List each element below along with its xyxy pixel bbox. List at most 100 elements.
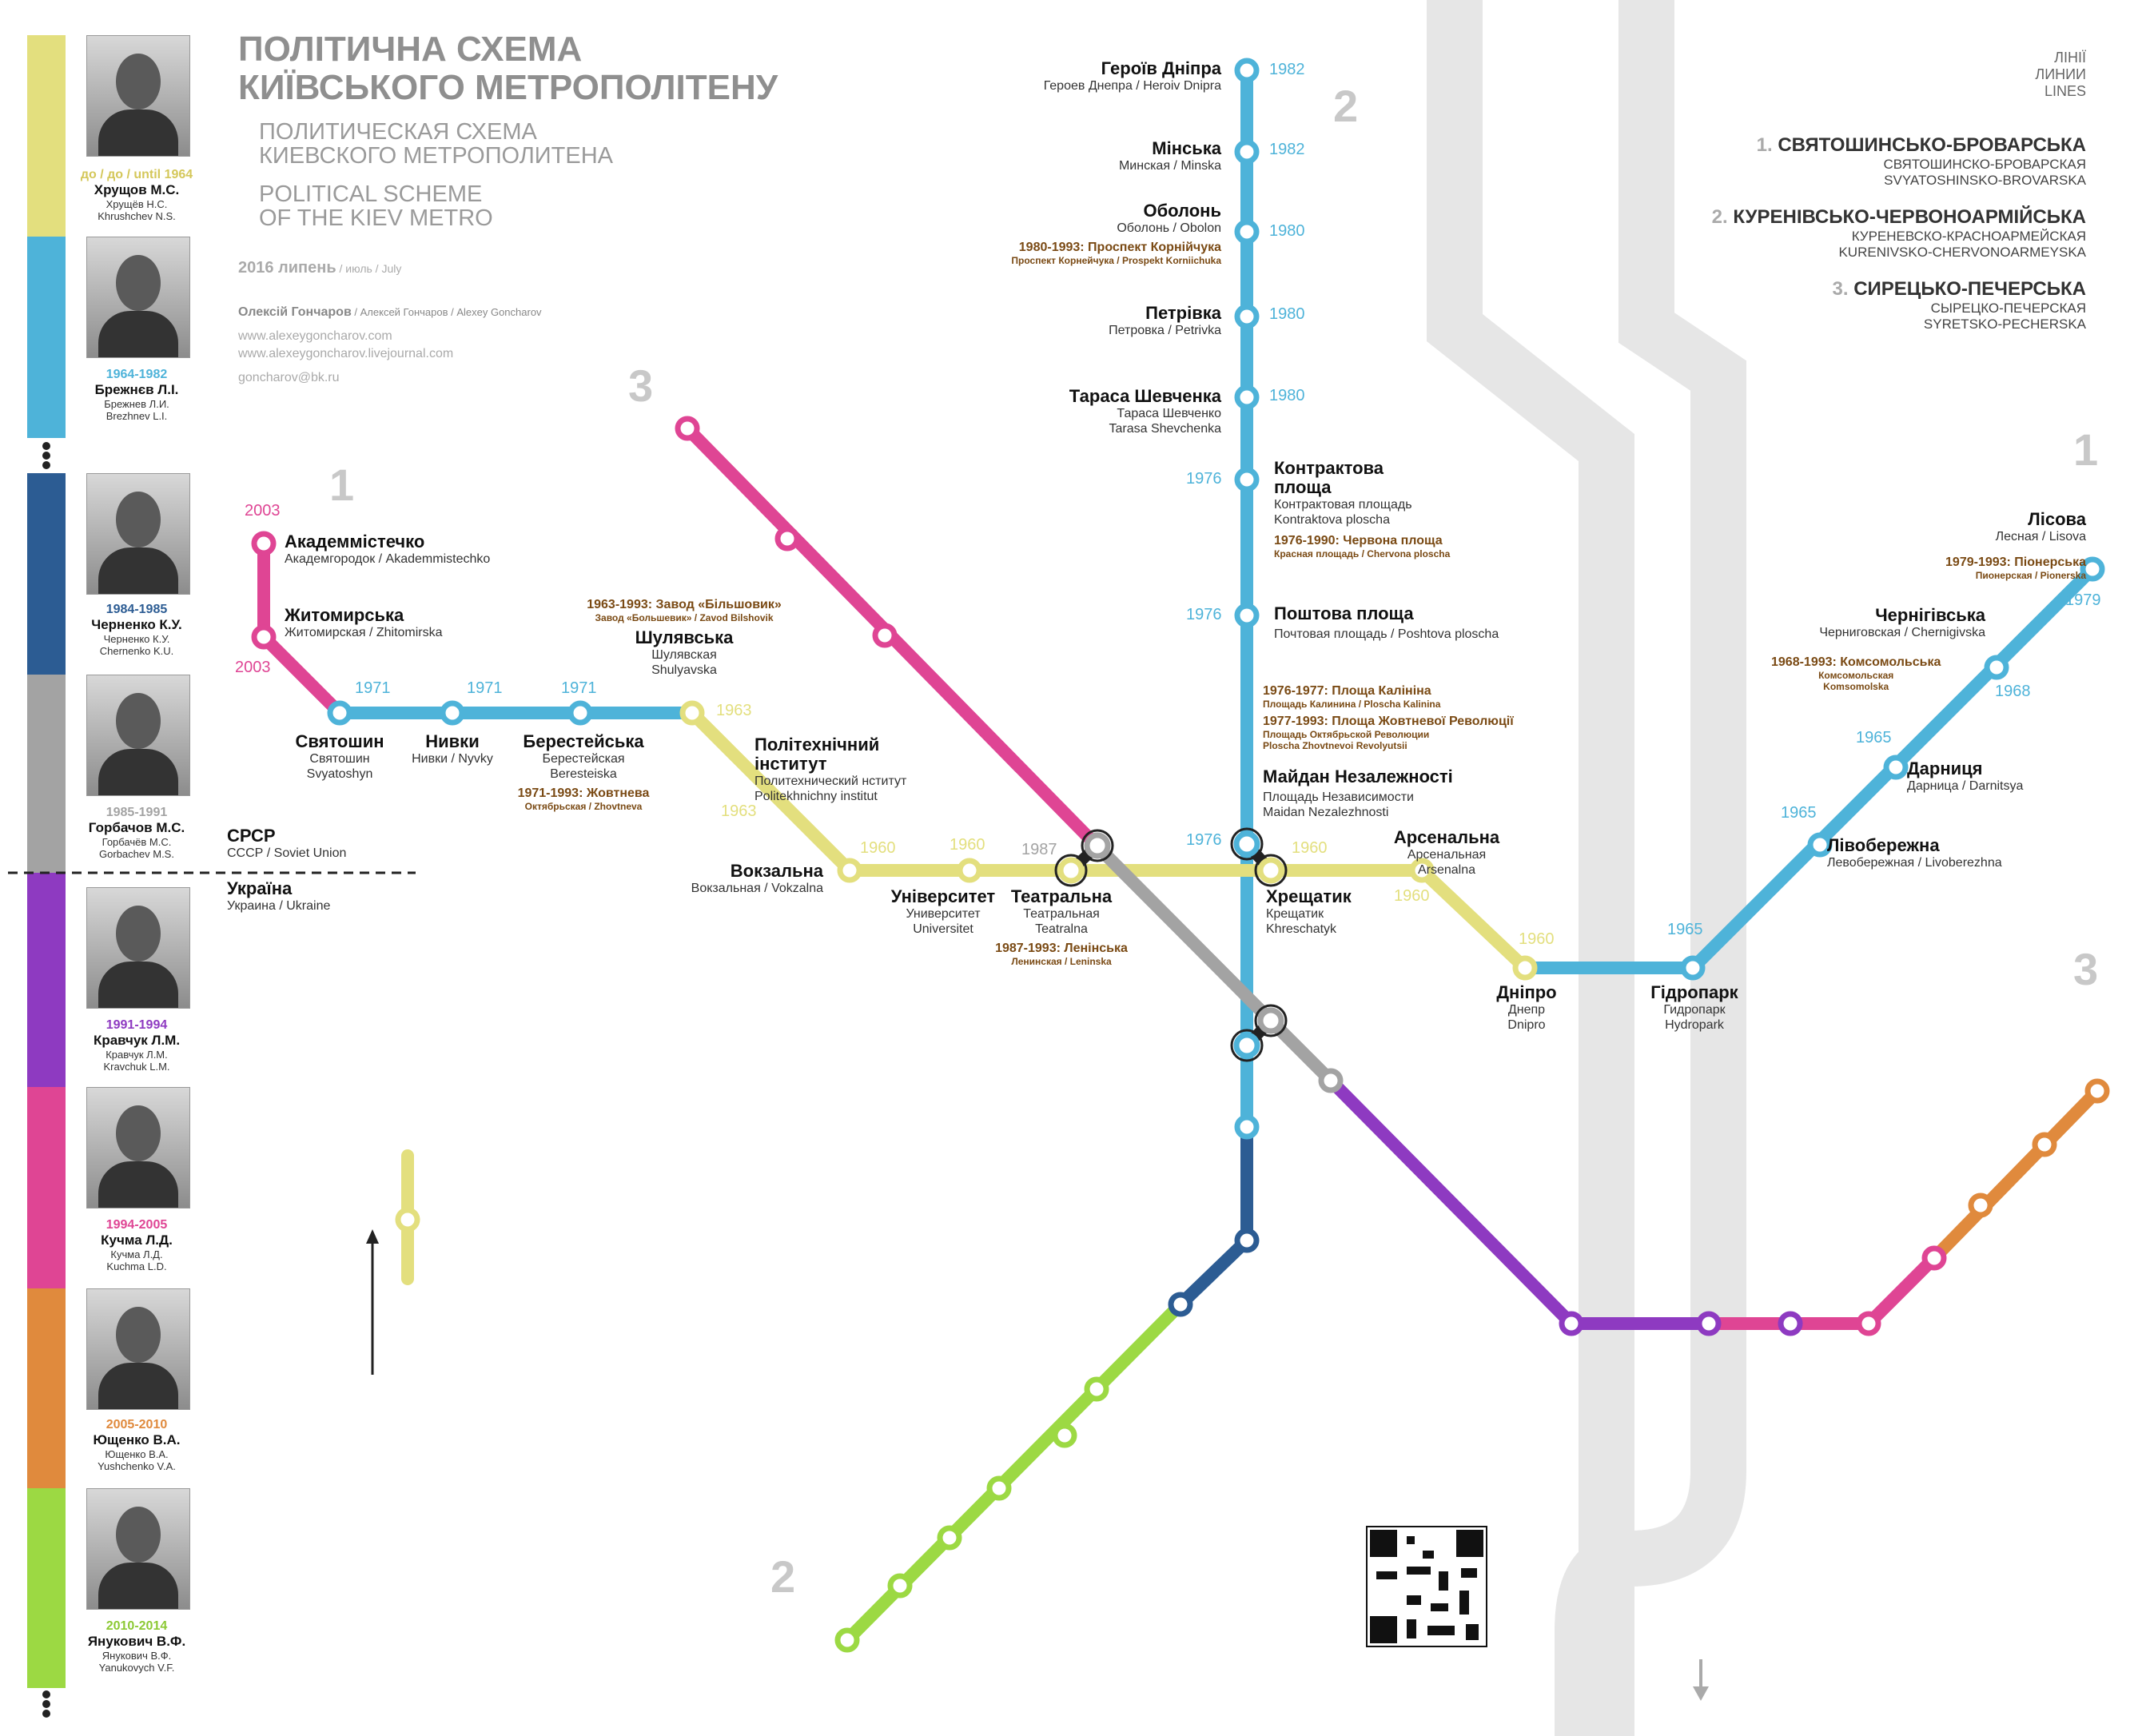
former-name-alt-en: Ploscha Zhovtnevoi Revolyutsii — [1263, 740, 1407, 751]
station-teatralna[interactable]: Театральна Театральная Teatralna 1987-19… — [981, 886, 1141, 968]
site-link-2[interactable]: www.alexeygoncharov.livejournal.com — [238, 347, 454, 360]
leader-name-en: Gorbachev M.S. — [99, 848, 174, 860]
station-akademmistechko[interactable]: Академмістечко Академгородок / Akademmis… — [285, 532, 490, 567]
country-ussr-name: СРСР — [227, 826, 276, 846]
station-arsenalna[interactable]: Арсенальна Арсенальная Arsenalna — [1359, 828, 1535, 878]
former-name-alt: Площадь Калинина / Ploscha Kalinina — [1263, 699, 1441, 710]
leader-name-ru: Кучма Л.Д. — [110, 1248, 163, 1260]
portrait-yanukovych — [86, 1488, 190, 1610]
station-alt: Академгородок / Akademmistechko — [285, 552, 491, 566]
station-hidropark[interactable]: Гідропарк Гидропарк Hydropark — [1630, 983, 1758, 1033]
former-name: 1977-1993: Площа Жовтневої Революції — [1263, 715, 1514, 728]
station-dnipro[interactable]: Дніпро Днепр Dnipro — [1471, 983, 1583, 1033]
legend-line-ru: СВЯТОШИНСКО-БРОВАРСКАЯ — [1883, 157, 2086, 172]
station-alt: Дарница / Darnitsya — [1907, 779, 2024, 793]
station-nyvky[interactable]: Нивки Нивки / Nyvky — [396, 732, 508, 766]
leader-name: Брежнєв Л.І. — [94, 382, 179, 397]
legend-line-en: KURENIVSKO-CHERVONOARMEYSKA — [1838, 245, 2086, 260]
portrait-kravchuk — [86, 887, 190, 1009]
station-name: Петрівка — [1145, 303, 1221, 323]
station-shuliavska[interactable]: 1963-1993: Завод «Більшовик» Завод «Боль… — [556, 598, 812, 678]
station-alt: Крещатик — [1266, 907, 1324, 921]
title-ru: ПОЛИТИЧЕСКАЯ СХЕМА КИЕВСКОГО МЕТРОПОЛИТЕ… — [259, 120, 613, 168]
leader-name-ru: Кравчук Л.М. — [106, 1049, 168, 1061]
station-obolon[interactable]: Оболонь Оболонь / Obolon 1980-1993: Прос… — [1011, 201, 1221, 267]
leader-name-en: Kravchuk L.M. — [103, 1061, 170, 1073]
station-alt-en: Khreschatyk — [1266, 922, 1337, 936]
title-en-line2: OF THE KIEV METRO — [259, 205, 493, 231]
leader-bar-kuchma — [27, 1087, 66, 1288]
station-name: Героїв Дніпра — [1101, 58, 1221, 78]
station-maidan[interactable]: Майдан Незалежності Площадь Независимост… — [1263, 767, 1453, 820]
leader-gorbachev: 1985-1991 Горбачов М.С. Горбачёв М.С. Go… — [77, 806, 197, 860]
leader-years: до / до / until 1964 — [80, 168, 193, 181]
former-names-chernihivska: 1968-1993: Комсомольська Комсомольская K… — [1771, 655, 1941, 692]
email-link[interactable]: goncharov@bk.ru — [238, 371, 340, 384]
station-name: Нивки — [425, 731, 480, 751]
station-alt: Героев Днепра / Heroiv Dnipra — [1043, 79, 1221, 93]
station-khreshchatyk[interactable]: Хрещатик Крещатик Khreschatyk — [1266, 887, 1352, 937]
leader-name-ru: Черненко К.У. — [103, 633, 170, 645]
title-en-line1: POLITICAL SCHEME — [259, 181, 483, 207]
station-name: Театральна — [1010, 886, 1113, 906]
year-label: 1971 — [355, 679, 391, 697]
station-zhytomyrska[interactable]: Житомирська Житомирская / Zhitomirska — [285, 606, 443, 640]
station-sviatoshyn[interactable]: Святошин Святошин Svyatoshyn — [276, 732, 404, 782]
station-heroiv-dnipra[interactable]: Героїв Дніпра Героев Днепра / Heroiv Dni… — [1044, 59, 1221, 94]
year-label: 1960 — [1394, 887, 1430, 905]
leader-name: Ющенко В.А. — [93, 1432, 181, 1447]
former-name: 1971-1993: Жовтнева — [517, 786, 650, 800]
legend-line-num: 2. — [1711, 206, 1728, 228]
leader-kuchma: 1994-2005 Кучма Л.Д. Кучма Л.Д. Kuchma L… — [77, 1218, 197, 1272]
portrait-brezhnev — [86, 237, 190, 358]
station-tarasa-shevchenka[interactable]: Тараса Шевченка Тараса Шевченко Tarasa S… — [1069, 387, 1221, 436]
station-name: Арсенальна — [1393, 827, 1500, 847]
station-name: Святошин — [295, 731, 384, 751]
year-label: 1968 — [1995, 683, 2031, 700]
station-alt-en: Arsenalna — [1417, 863, 1476, 877]
station-petrivka[interactable]: Петрівка Петровка / Petrivka — [1109, 304, 1221, 338]
former-name-alt: Пионерская / Pionerska — [1975, 570, 2086, 581]
station-beresteiska[interactable]: Берестейська Берестейская Beresteiska 19… — [504, 731, 663, 813]
station-livoberezhna[interactable]: Лівобережна Левобережная / Livoberezhna — [1827, 836, 2002, 870]
station-name: Академмістечко — [285, 532, 425, 551]
date-bold: 2016 липень — [238, 259, 336, 277]
former-name-alt: Завод «Большевик» / Zavod Bilshovik — [595, 612, 774, 623]
station-kontraktova[interactable]: Контрактова площа Контрактовая площадь K… — [1274, 459, 1450, 560]
lines-legend-head: ЛІНІЇ ЛИНИИ LINES — [2035, 50, 2086, 100]
station-alt: Шулявская — [651, 648, 717, 662]
station-vokzalna[interactable]: Вокзальна Вокзальная / Vokzalna — [691, 862, 823, 896]
site-link-1[interactable]: www.alexeygoncharov.com — [238, 329, 392, 343]
leader-bar-khrushchev — [27, 35, 66, 237]
line-number-1-right: 1 — [2073, 424, 2099, 475]
leader-bar-gorbachev — [27, 675, 66, 873]
station-name: Університет — [890, 886, 996, 906]
station-alt: Почтовая площадь / Poshtova ploscha — [1274, 627, 1499, 641]
date-rest: / июль / July — [336, 262, 402, 275]
station-name: Тараса Шевченка — [1069, 386, 1221, 406]
station-chernihivska[interactable]: Чернігівська Черниговская / Chernigivska — [1819, 606, 1985, 640]
station-name: Берестейська — [523, 731, 644, 751]
station-name: Житомирська — [285, 605, 404, 625]
station-politekhnichnyi[interactable]: Політехнічний інститут Политехнический н… — [754, 735, 906, 804]
station-lisova[interactable]: Лісова Лесная / Lisova 1979-1993: Піонер… — [1945, 510, 2086, 582]
year-label: 1960 — [860, 839, 896, 857]
station-alt-en: Hydropark — [1665, 1018, 1724, 1032]
station-universytet[interactable]: Університет Университет Universitet — [879, 887, 1007, 937]
station-darnytsia[interactable]: Дарниця Дарница / Darnitsya — [1907, 759, 2023, 794]
station-minska[interactable]: Мінська Минская / Minska — [1119, 139, 1221, 173]
former-name-alt: Октябрьская / Zhovtneva — [524, 801, 643, 812]
portrait-gorbachev — [86, 675, 190, 796]
leader-years: 2005-2010 — [106, 1418, 168, 1431]
leader-bar-yanukovych — [27, 1488, 66, 1688]
date-line: 2016 липень / июль / July — [238, 259, 401, 277]
legend-line-ru: КУРЕНЕВСКО-КРАСНОАРМЕЙСКАЯ — [1851, 229, 2086, 244]
former-name: 1987-1993: Ленінська — [995, 942, 1128, 955]
leader-yanukovych: 2010-2014 Янукович В.Ф. Янукович В.Ф. Ya… — [77, 1619, 197, 1674]
station-poshtova-ploshcha[interactable]: Поштова площа Почтовая площадь / Poshtov… — [1274, 604, 1499, 642]
arrow-down-icon — [1693, 1686, 1709, 1701]
country-ussr-alt: СССР / Soviet Union — [227, 846, 347, 860]
legend-sample-station — [395, 1207, 420, 1232]
leader-years: 1994-2005 — [106, 1218, 168, 1232]
title-ru-line1: ПОЛИТИЧЕСКАЯ СХЕМА — [259, 119, 537, 145]
